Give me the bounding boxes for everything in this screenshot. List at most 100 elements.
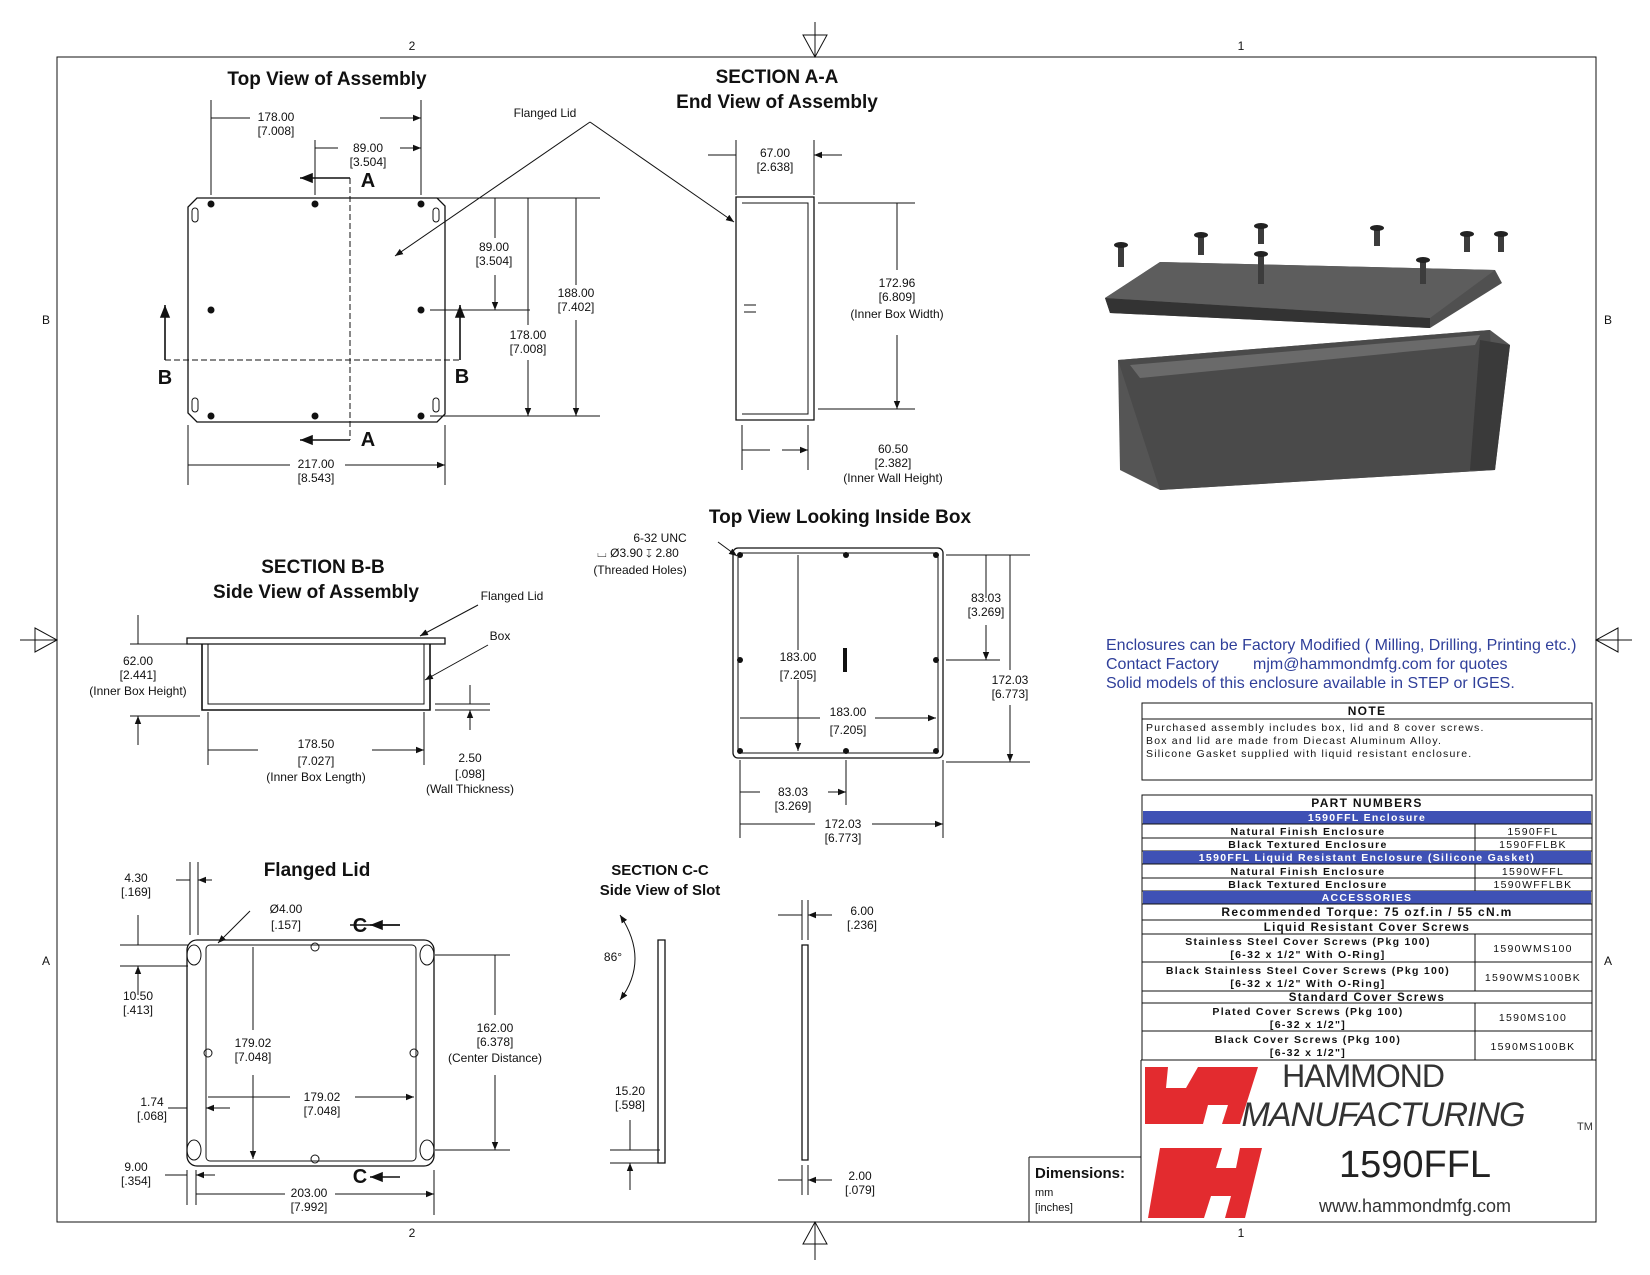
section-aa-subtitle: End View of Assembly bbox=[676, 92, 878, 113]
parts-row-8-desc: Black Cover Screws (Pkg 100) bbox=[1215, 1034, 1401, 1046]
lid-callout-bb: Flanged Lid bbox=[481, 589, 544, 603]
note-line-2: Box and lid are made from Diecast Alumin… bbox=[1146, 735, 1442, 747]
dim-83-h: 83.03 bbox=[778, 785, 808, 799]
parts-row-3-desc: Natural Finish Enclosure bbox=[1231, 866, 1386, 878]
title-block: HAMMOND MANUFACTURING TM 1590FFL www.ham… bbox=[1028, 1058, 1596, 1222]
dim-162: 162.00 bbox=[477, 1021, 514, 1035]
dim-15-20-in: [.598] bbox=[615, 1098, 645, 1112]
dim-183-h: 183.00 bbox=[830, 705, 867, 719]
dim-179-v: 179.02 bbox=[235, 1036, 272, 1050]
dim-172-h-in: [6.773] bbox=[825, 831, 862, 845]
dim-183-v: 183.00 bbox=[780, 650, 817, 664]
dim-dia-4: Ø4.00 bbox=[270, 902, 303, 916]
parts-row-8-spec: [6-32 x 1/2"] bbox=[1270, 1047, 1346, 1059]
unit-mm: mm bbox=[1035, 1187, 1053, 1199]
parts-row-5-desc: Stainless Steel Cover Screws (Pkg 100) bbox=[1185, 936, 1431, 948]
company-url[interactable]: www.hammondmfg.com bbox=[1318, 1196, 1511, 1216]
parts-row-7-pn: 1590MS100 bbox=[1499, 1012, 1567, 1024]
zone-row-a-left: A bbox=[42, 954, 50, 968]
section-bb-subtitle: Side View of Assembly bbox=[213, 582, 419, 603]
dim-172-96: 172.96 bbox=[879, 276, 916, 290]
hole-spec-1: 6-32 UNC bbox=[633, 531, 687, 545]
dim-188-in: [7.402] bbox=[558, 300, 595, 314]
note-box: NOTE Purchased assembly includes box, li… bbox=[1141, 702, 1593, 781]
section-a-label-top: A bbox=[361, 170, 375, 192]
box-callout-bb: Box bbox=[490, 629, 511, 643]
trademark: TM bbox=[1577, 1121, 1593, 1133]
dim-89-v: 89.00 bbox=[479, 240, 509, 254]
section-bb-title: SECTION B-B bbox=[261, 557, 385, 578]
flanged-lid-view: Flanged Lid C C 4.30 [.169] Ø4.00 [.157]… bbox=[120, 860, 542, 1215]
dim-2-50: 2.50 bbox=[458, 751, 482, 765]
dim-188: 188.00 bbox=[558, 286, 595, 300]
dim-60-50: 60.50 bbox=[878, 442, 908, 456]
dim-178-50-in: [7.027] bbox=[298, 754, 335, 768]
dim-172-96-label: (Inner Box Width) bbox=[850, 307, 943, 321]
parts-row-5-spec: [6-32 x 1/2" With O-Ring] bbox=[1230, 949, 1385, 961]
section-lines bbox=[165, 178, 460, 440]
section-c-label-bottom: C bbox=[353, 1166, 367, 1188]
parts-group-3: ACCESSORIES bbox=[1322, 892, 1413, 904]
dim-162-in: [6.378] bbox=[477, 1035, 514, 1049]
section-b-label-left: B bbox=[158, 367, 172, 389]
flanged-lid-title: Flanged Lid bbox=[264, 860, 371, 881]
lid-slots bbox=[191, 207, 440, 413]
parts-heading-standard: Standard Cover Screws bbox=[1289, 992, 1445, 1004]
info-contact-email[interactable]: mjm@hammondmfg.com for quotes bbox=[1253, 656, 1508, 673]
flanged-lid-callout: Flanged Lid bbox=[514, 106, 577, 120]
dim-179-v-in: [7.048] bbox=[235, 1050, 272, 1064]
inside-view: Top View Looking Inside Box 6-32 UNC ⌴ Ø… bbox=[593, 507, 1030, 845]
dim-172-v-in: [6.773] bbox=[992, 687, 1029, 701]
parts-row-6-pn: 1590WMS100BK bbox=[1485, 972, 1581, 984]
zone-col-2-bottom: 2 bbox=[409, 1226, 416, 1240]
dimensions-label: Dimensions: bbox=[1035, 1165, 1125, 1182]
dim-1-74-in: [.068] bbox=[137, 1109, 167, 1123]
center-mark-right bbox=[1594, 627, 1632, 653]
drawing-border: 2 1 2 1 B A B A bbox=[20, 22, 1632, 1260]
dim-203-in: [7.992] bbox=[291, 1200, 328, 1214]
hole-spec-3: (Threaded Holes) bbox=[593, 563, 686, 577]
top-view-assembly: Top View of Assembly A A B B 178.00 [7.0… bbox=[158, 69, 735, 485]
part-number-title: 1590FFL bbox=[1339, 1144, 1491, 1186]
dim-9: 9.00 bbox=[124, 1160, 148, 1174]
dim-178-50-label: (Inner Box Length) bbox=[266, 770, 365, 784]
dim-2: 2.00 bbox=[848, 1169, 872, 1183]
dim-179-h-in: [7.048] bbox=[304, 1104, 341, 1118]
part-numbers-table: PART NUMBERS 1590FFL Enclosure Natural F… bbox=[1141, 794, 1593, 1061]
dim-4-30: 4.30 bbox=[124, 871, 148, 885]
parts-row-7-spec: [6-32 x 1/2"] bbox=[1270, 1019, 1346, 1031]
dim-172-96-in: [6.809] bbox=[879, 290, 916, 304]
dim-83-v-in: [3.269] bbox=[968, 605, 1005, 619]
top-view-title: Top View of Assembly bbox=[227, 69, 427, 90]
dim-15-20: 15.20 bbox=[615, 1084, 645, 1098]
hole-spec-2: ⌴ Ø3.90 ↧ 2.80 bbox=[597, 546, 679, 560]
dim-10-50-in: [.413] bbox=[123, 1003, 153, 1017]
dim-83-h-in: [3.269] bbox=[775, 799, 812, 813]
dim-67: 67.00 bbox=[760, 146, 790, 160]
section-a-label-bottom: A bbox=[361, 429, 375, 451]
zone-row-b-right: B bbox=[1604, 313, 1612, 327]
zone-row-b-left: B bbox=[42, 313, 50, 327]
lid-outline bbox=[187, 197, 446, 423]
dim-2-in: [.079] bbox=[845, 1183, 875, 1197]
zone-row-a-right: A bbox=[1604, 954, 1612, 968]
parts-row-2-desc: Black Textured Enclosure bbox=[1228, 839, 1387, 851]
parts-row-8-pn: 1590MS100BK bbox=[1491, 1041, 1576, 1053]
dim-67-in: [2.638] bbox=[757, 160, 794, 174]
parts-torque: Recommended Torque: 75 ozf.in / 55 cN.m bbox=[1221, 905, 1512, 919]
dim-2-50-label: (Wall Thickness) bbox=[426, 782, 514, 796]
brand-line-2: MANUFACTURING bbox=[1242, 1096, 1525, 1134]
dim-2-50-in: [.098] bbox=[455, 767, 485, 781]
dim-89-v-in: [3.504] bbox=[476, 254, 513, 268]
dim-217: 217.00 bbox=[298, 457, 335, 471]
parts-heading-liquid: Liquid Resistant Cover Screws bbox=[1264, 922, 1470, 934]
parts-row-5-pn: 1590WMS100 bbox=[1493, 943, 1573, 955]
parts-row-6-spec: [6-32 x 1/2" With O-Ring] bbox=[1230, 978, 1385, 990]
section-b-label-right: B bbox=[455, 366, 469, 388]
note-header: NOTE bbox=[1348, 704, 1387, 718]
section-cc-title: SECTION C-C bbox=[611, 862, 709, 879]
angle-86: 86° bbox=[604, 950, 622, 964]
dim-178-top: 178.00 bbox=[258, 110, 295, 124]
dim-203: 203.00 bbox=[291, 1186, 328, 1200]
